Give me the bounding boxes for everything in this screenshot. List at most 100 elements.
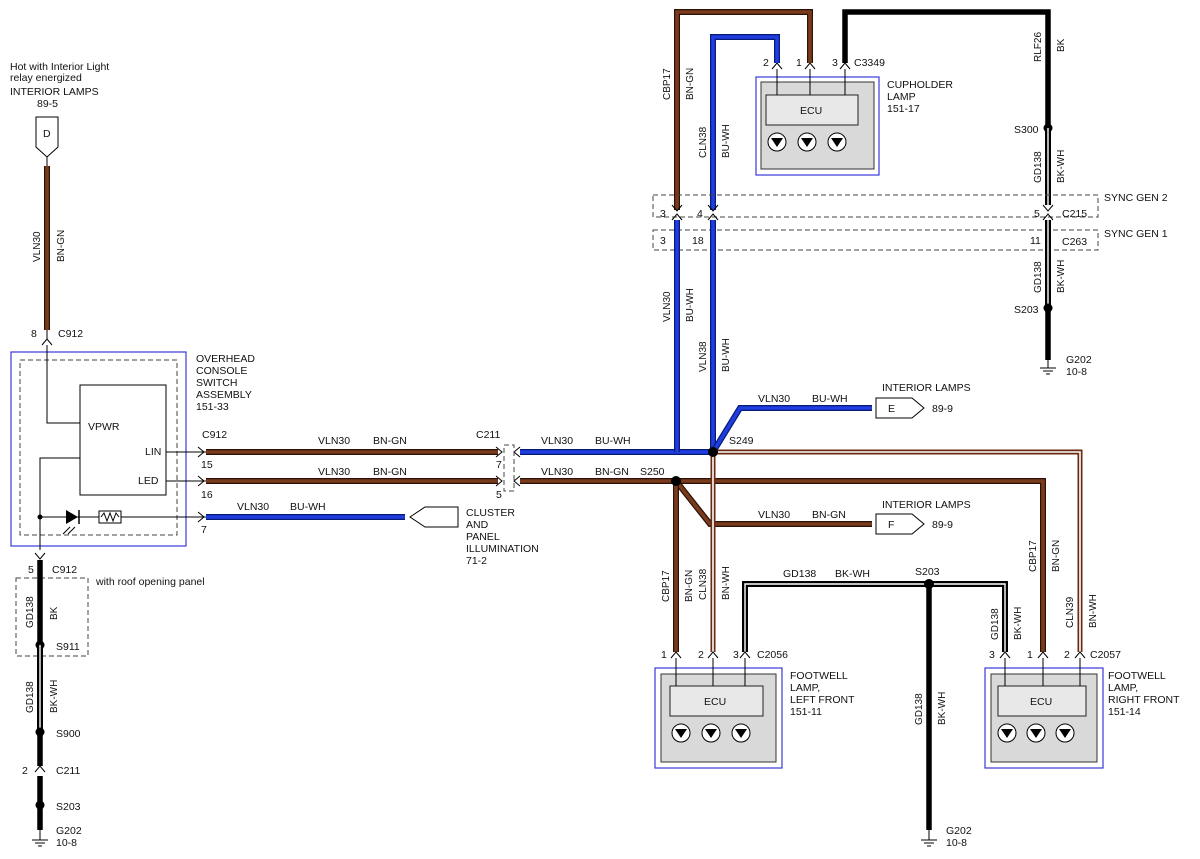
c2056-pin-3: 3 xyxy=(733,649,739,661)
wire-gd138-sync-down: GD138 BK-WH S203 G202 10-8 xyxy=(1014,220,1092,378)
left-lower-ground-path: 5 C912 with roof opening panel GD138 BK … xyxy=(15,552,205,849)
wire-cluster-bu-wh: VLN30 BU-WH CLUSTER AND PANEL ILLUMINATI… xyxy=(206,501,539,567)
cbp17-top-color: BN-GN xyxy=(685,68,696,100)
wire-lin-bn-gn: VLN30 BN-GN C211 7 xyxy=(206,429,521,471)
w1-color: BN-GN xyxy=(373,435,407,447)
wire-gd138-bottom: GD138 BK-WH S203 GD138 BK-WH G202 10-8 G… xyxy=(742,566,1024,849)
ground-right-icon xyxy=(1040,367,1056,375)
overhead-connector: C912 xyxy=(202,429,227,441)
c912-bottom-connector: C912 xyxy=(52,564,77,576)
footwell-left-name-1: FOOTWELL xyxy=(790,670,848,682)
f-circuit: VLN30 xyxy=(758,509,790,521)
connector-d-letter: D xyxy=(43,128,51,140)
gd138-top-a-color: BK-WH xyxy=(1056,150,1067,183)
vpwr-label: VPWR xyxy=(88,421,120,433)
gd138-top-b: GD138 xyxy=(1033,261,1044,293)
left-wire-color: BN-GN xyxy=(56,230,67,262)
vln30-mid-color: BU-WH xyxy=(685,288,696,322)
e-color: BU-WH xyxy=(812,393,848,405)
c3349-label: C3349 xyxy=(854,57,885,69)
gd138-color-left2: BK-WH xyxy=(49,680,60,713)
footwell-right-name-1: FOOTWELL xyxy=(1108,670,1166,682)
c211-connector-box xyxy=(503,444,515,492)
c263-pin-3: 3 xyxy=(660,235,666,247)
g202-right-page: 10-8 xyxy=(1066,366,1087,378)
vln38-mid-label: VLN38 xyxy=(698,341,709,372)
led-icon xyxy=(62,510,80,535)
c211-pin-7: 7 xyxy=(496,459,502,471)
cupholder-name-1: CUPHOLDER xyxy=(887,79,953,91)
cluster-line4: ILLUMINATION xyxy=(466,543,539,555)
gd138-vertical-label: GD138 xyxy=(914,693,925,725)
cln39-color: BN-WH xyxy=(1088,594,1099,628)
gd138-circuit-left2: GD138 xyxy=(25,681,36,713)
e-name: INTERIOR LAMPS xyxy=(882,382,971,394)
interior-lamps-f-ref: VLN30 BN-GN F INTERIOR LAMPS 89-9 xyxy=(673,479,971,535)
gd138-vertical-color: BK-WH xyxy=(937,692,948,725)
cbp17-right-label: CBP17 xyxy=(1028,540,1039,572)
f-color: BN-GN xyxy=(812,509,846,521)
left-wire-circuit: VLN30 xyxy=(32,231,43,262)
c215-pin-4: 4 xyxy=(697,208,703,220)
gd138-circuit-left: GD138 xyxy=(25,596,36,628)
footwell-right-name-2: LAMP, xyxy=(1108,682,1138,694)
cbp17-left-label: CBP17 xyxy=(661,570,672,602)
c2057-label: C2057 xyxy=(1090,649,1121,661)
f-letter: F xyxy=(888,519,894,531)
wire-vln30-mid: VLN30 BU-WH xyxy=(662,220,696,452)
e-letter: E xyxy=(888,403,895,415)
s900-label: S900 xyxy=(56,728,81,740)
footwell-lamp-right: ECU 3 1 2 C2057 FOOTWELL LAMP, RIGHT FRO… xyxy=(984,649,1180,769)
connector-d-shape xyxy=(35,116,59,158)
interior-lamps-e-ref: VLN30 BU-WH E INTERIOR LAMPS 89-9 xyxy=(710,382,971,454)
cluster-page: 71-2 xyxy=(466,555,487,567)
c2057-pin-1: 1 xyxy=(1027,649,1033,661)
wire-rlf26-bk: RLF26 BK S300 GD138 BK-WH xyxy=(842,9,1067,205)
gd138-color-left: BK xyxy=(49,606,60,620)
c2056-label: C2056 xyxy=(757,649,788,661)
ground-left-icon xyxy=(32,839,48,847)
sync-gen1-label: SYNC GEN 1 xyxy=(1104,228,1168,240)
vln38-mid-color: BU-WH xyxy=(721,338,732,372)
c912-top-connector: C912 xyxy=(58,328,83,340)
s249-splice xyxy=(708,447,718,457)
e-page: 89-9 xyxy=(932,403,953,415)
w3-color: BU-WH xyxy=(290,501,326,513)
wire-cln38-left: CLN38 BN-WH xyxy=(698,452,732,652)
c211-pin-5: 5 xyxy=(496,489,502,501)
left-vertical-wire: VLN30 BN-GN 8 C912 xyxy=(31,157,83,346)
wire-cbp17-top: CBP17 BN-GN xyxy=(662,9,813,210)
footwell-right-page: 151-14 xyxy=(1108,706,1141,718)
cbp17-left-color: BN-GN xyxy=(684,570,695,602)
footwell-left-led-icons xyxy=(671,723,751,743)
roof-panel-note: with roof opening panel xyxy=(95,576,205,588)
cln39-label: CLN39 xyxy=(1065,596,1076,628)
cln38-top-color: BU-WH xyxy=(721,124,732,158)
s203-bottom-label: S203 xyxy=(915,566,940,578)
footwell-right-name-3: RIGHT FRONT xyxy=(1108,694,1180,706)
overhead-console-switch: VPWR LIN LED OVERHEAD CONSOLE SWITCH ASS… xyxy=(10,345,255,550)
gd138-bottom-label: GD138 xyxy=(783,568,816,580)
g202-mid: G202 xyxy=(946,825,972,837)
cln38-left-label: CLN38 xyxy=(698,568,709,600)
g202-left-page: 10-8 xyxy=(56,837,77,849)
wire-cbp17-left: CBP17 BN-GN xyxy=(661,481,695,652)
footwell-left-name-3: LEFT FRONT xyxy=(790,694,855,706)
w2-color: BN-GN xyxy=(373,466,407,478)
source-note-line1: Hot with Interior Light xyxy=(10,61,109,73)
c912-bottom-pin: 5 xyxy=(28,564,34,576)
cupholder-pin-1: 1 xyxy=(796,57,802,69)
pin-7: 7 xyxy=(201,524,207,536)
source-ref-name: INTERIOR LAMPS xyxy=(10,86,99,98)
sync-connectors: SYNC GEN 2 SYNC GEN 1 C215 C263 3 4 5 3 … xyxy=(652,192,1168,251)
cln38-left-color: BN-WH xyxy=(721,566,732,600)
cupholder-pin-3: 3 xyxy=(832,57,838,69)
sync-gen2-label: SYNC GEN 2 xyxy=(1104,192,1168,204)
g202-right: G202 xyxy=(1066,354,1092,366)
cluster-line2: AND xyxy=(466,519,489,531)
ground-mid-icon xyxy=(921,839,937,847)
f-page: 89-9 xyxy=(932,519,953,531)
wire-led-bn-gn: VLN30 BN-GN 5 VLN30 BN-GN S250 xyxy=(206,466,676,501)
c2056-pin-1: 1 xyxy=(661,649,667,661)
